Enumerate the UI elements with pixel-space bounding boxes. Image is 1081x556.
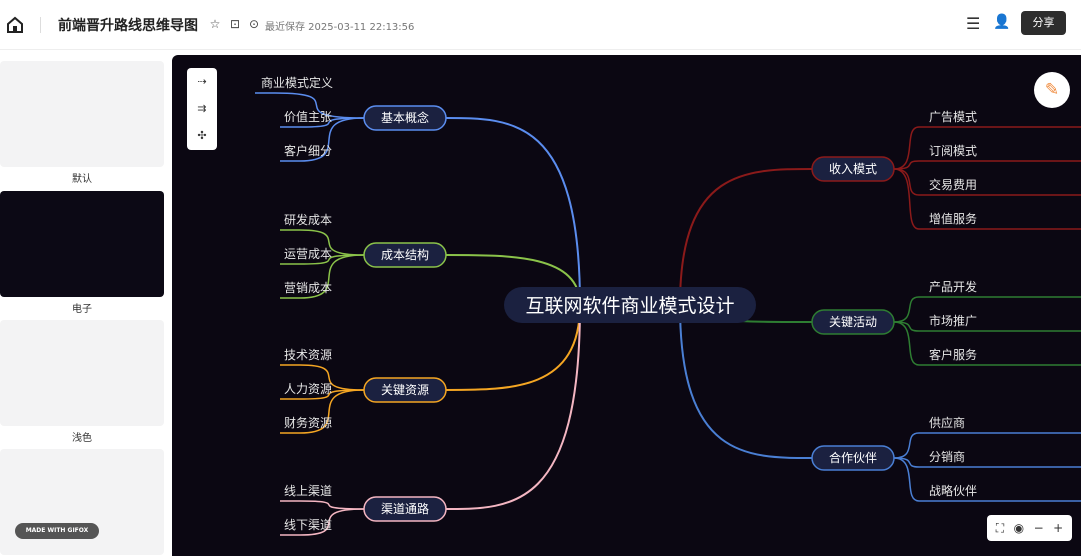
leaf-connector [280,117,365,128]
leaf-connector [280,254,365,265]
leaf-node[interactable]: 线下渠道 [284,518,332,532]
branch-label: 基本概念 [381,110,429,125]
canvas-toolbar: ⇢ ⇉ ✣ [187,68,217,150]
leaf-connector [893,296,1081,323]
branch-node[interactable]: 合作伙伴 [811,445,895,471]
branch-node[interactable]: 收入模式 [811,156,895,182]
branch-connector [679,168,813,306]
leaf-connector [893,457,1081,502]
branch-label: 收入模式 [829,162,877,176]
leaf-connector [893,321,1081,332]
leaf-node[interactable]: 交易费用 [929,177,977,192]
branch-connector [445,304,581,391]
folder-icon[interactable]: ⊡ [229,17,241,31]
branch-label: 关键活动 [829,315,877,329]
branch-label: 合作伙伴 [829,450,877,465]
menu-icon[interactable]: ☰ [966,14,981,33]
branch-connector [445,117,581,306]
leaf-connector [255,92,365,119]
layout-right-icon[interactable]: ⇢ [197,75,207,88]
theme-electronic[interactable] [0,191,164,297]
check-circle-icon: ⊙ [248,17,260,31]
leaf-node[interactable]: 线上渠道 [284,484,332,498]
divider [40,17,41,33]
leaf-connector [893,321,1081,366]
leaf-node[interactable]: 价值主张 [284,109,332,124]
leaf-connector [280,389,365,434]
branch-node[interactable]: 关键资源 [363,377,447,403]
leaf-node[interactable]: 产品开发 [929,279,977,294]
leaf-connector [893,168,1081,196]
leaf-connector [893,457,1081,468]
leaf-node[interactable]: 客户服务 [929,347,977,362]
leaf-connector [280,508,365,536]
leaf-node[interactable]: 营销成本 [284,281,332,295]
theme-label: 浅色 [72,433,92,444]
leaf-connector [893,168,1081,230]
leaf-node[interactable]: 商业模式定义 [261,75,333,90]
theme-sidebar[interactable]: 默认 电子 浅色 MADE WITH GIFOX [0,51,172,556]
leaf-connector [280,229,365,256]
layout-radial-icon[interactable]: ✣ [197,129,207,142]
branch-connector [679,304,813,459]
branch-node[interactable]: 基本概念 [363,105,447,131]
layout-tree-icon[interactable]: ⇉ [197,102,207,115]
share-button[interactable]: 分享 [1021,11,1066,35]
leaf-connector [893,160,1081,170]
leaf-node[interactable]: 订阅模式 [929,144,977,158]
root-node[interactable]: 互联网软件商业模式设计 [504,287,756,323]
magic-wand-button[interactable]: ✎ [1034,72,1070,108]
leaf-node[interactable]: 市场推广 [929,313,977,328]
leaf-connector [280,389,365,400]
zoom-controls: ⛶ ◉ − + [987,515,1072,541]
top-bar: 前端晋升路线思维导图 ☆ ⊡ ⊙ 最近保存 2025-03-11 22:13:5… [0,0,1081,50]
leaf-node[interactable]: 供应商 [929,415,965,430]
branch-node[interactable]: 成本结构 [363,242,447,268]
branch-connector [445,304,581,510]
theme-light[interactable] [0,320,164,426]
theme-label: 电子 [72,304,92,315]
leaf-node[interactable]: 财务资源 [284,415,332,430]
document-title[interactable]: 前端晋升路线思维导图 [58,18,198,34]
leaf-node[interactable]: 客户细分 [284,143,332,158]
leaf-connector [280,254,365,299]
leaf-node[interactable]: 增值服务 [929,211,977,226]
leaf-connector [280,500,365,510]
leaf-node[interactable]: 分销商 [929,449,965,464]
fit-icon[interactable]: ⛶ [995,520,1005,535]
star-icon[interactable]: ☆ [209,17,221,31]
leaf-connector [280,364,365,391]
leaf-connector [280,117,365,162]
leaf-connector [893,432,1081,459]
branch-label: 渠道通路 [381,501,429,516]
zoom-in-button[interactable]: + [1053,521,1064,535]
mindmap-canvas[interactable]: 商业模式定义价值主张客户细分 基本概念研发成本运营成本营销成本 成本结构技术资源人力… [172,55,1081,556]
leaf-node[interactable]: 广告模式 [929,110,977,124]
add-user-icon[interactable]: 👤 [993,14,1011,30]
home-icon[interactable] [6,16,24,34]
theme-default[interactable] [0,61,164,167]
root-label: 互联网软件商业模式设计 [525,295,734,317]
branch-node[interactable]: 渠道通路 [363,496,447,522]
gifox-watermark: MADE WITH GIFOX [15,523,99,539]
leaf-node[interactable]: 研发成本 [284,212,332,227]
theme-fourth[interactable] [0,449,164,555]
leaf-node[interactable]: 人力资源 [284,382,332,396]
locate-icon[interactable]: ◉ [1013,521,1025,535]
theme-label: 默认 [72,174,92,185]
zoom-out-button[interactable]: − [1033,521,1044,535]
leaf-connector [893,126,1081,170]
branch-label: 成本结构 [381,247,429,262]
leaf-node[interactable]: 技术资源 [284,348,332,362]
branch-label: 关键资源 [381,383,429,397]
leaf-node[interactable]: 战略伙伴 [929,483,977,498]
save-status: 最近保存 2025-03-11 22:13:56 [265,22,415,33]
branch-node[interactable]: 关键活动 [811,309,895,335]
leaf-node[interactable]: 运营成本 [284,247,332,261]
